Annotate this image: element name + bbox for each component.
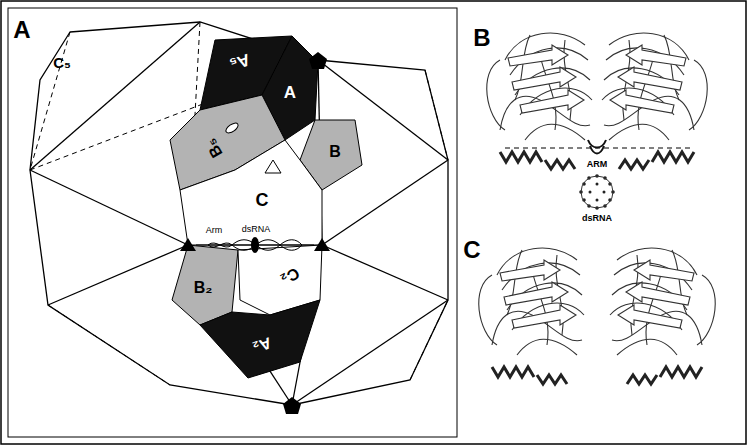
dsrna-label: dsRNA [242,225,271,234]
panel-label: B [473,26,490,50]
subunit-label: C [256,191,269,209]
subunit-label: A₂ [250,334,273,355]
subunit-label: C₅ [53,55,71,70]
arm-label: ARM [587,160,608,169]
arm-label: Arm [206,226,223,235]
subunit-label: A [284,84,296,101]
subunit-label: A₅ [228,51,253,74]
subunit-label: C₂ [278,264,302,287]
subunit-label: B₂ [194,280,213,296]
dsrna-label: dsRNA [582,214,612,223]
panel-label: A [13,18,30,42]
subunit-label: B₅ [202,136,225,160]
panel-label: C [463,238,480,262]
subunit-label: B [329,144,341,160]
